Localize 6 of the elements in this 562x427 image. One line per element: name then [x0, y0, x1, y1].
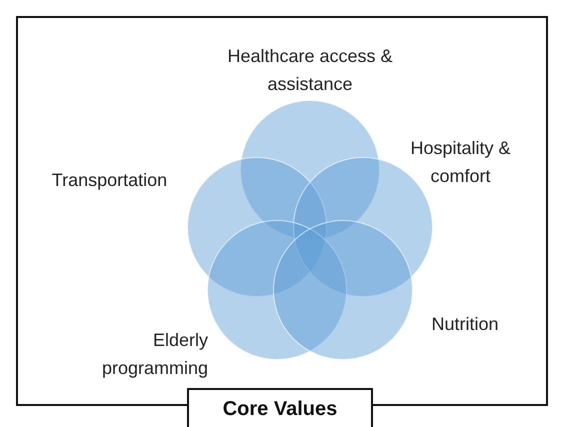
circle-label: Healthcare access & assistance	[226, 45, 394, 96]
title-box: Core Values	[187, 388, 373, 427]
circle-label: Elderly programming	[100, 329, 208, 380]
circle-label: Nutrition	[430, 313, 500, 336]
circle-label: Transportation	[50, 169, 168, 192]
circle-label: Hospitality & comfort	[409, 137, 512, 188]
